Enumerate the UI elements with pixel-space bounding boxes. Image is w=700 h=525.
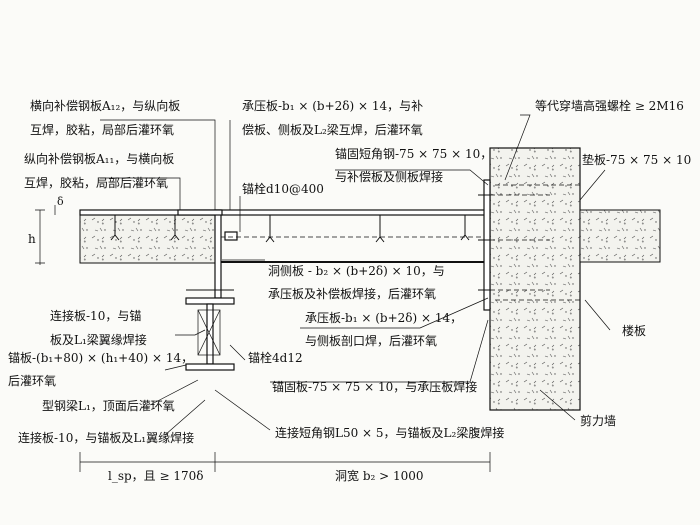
floor-slab-right: [579, 148, 661, 263]
label-anchor-angle-2: 与补偿板及侧板焊接: [335, 169, 443, 184]
label-connect-plate-L1: 连接板-10，与锚板及L₁翼缘焊接: [18, 430, 194, 445]
label-longitudinal-plate-1: 纵向补偿钢板A₁₁，与横向板: [24, 151, 174, 166]
dimension-slab-thickness: h: [28, 232, 36, 246]
label-steel-beam-L1: 型钢梁L₁，顶面后灌环氧: [42, 398, 175, 413]
dimension-plate-thickness: δ: [57, 195, 64, 208]
anchor-plate-wall: [478, 179, 550, 311]
floor-slab-left: [79, 214, 221, 264]
label-bearing-plate-b-1: 承压板-b₁ × (b+2δ) × 14，: [305, 311, 462, 325]
label-connect-plate-2: 板及L₁梁翼缘焊接: [50, 332, 147, 347]
shear-wall: [489, 147, 581, 411]
wall-through-bolts: [495, 184, 580, 301]
label-anchor-bolt-d10: 锚栓d10@400: [242, 181, 324, 196]
steel-beam-L1: [185, 289, 235, 371]
label-anchorage-plate: 锚固板-75 × 75 × 10，与承压板焊接: [272, 379, 477, 394]
leader-lines: [100, 114, 611, 436]
label-through-bolts: 等代穿墙高强螺栓 ≥ 2M16: [535, 98, 684, 113]
dimension-lines: [35, 205, 491, 472]
label-side-plate-2: 承压板及补偿板焊接，后灌环氧: [268, 286, 436, 301]
label-shear-wall: 剪力墙: [580, 413, 616, 428]
label-floor-slab: 楼板: [622, 323, 646, 338]
label-bearing-plate-b-2: 与侧板剖口焊，后灌环氧: [305, 333, 437, 348]
label-bearing-plate-2: 偿板、侧板及L₂梁互焊，后灌环氧: [242, 122, 423, 137]
anchor-bolts-d10: [110, 215, 470, 243]
annotations: 横向补偿钢板A₁₂，与纵向板 互焊，胶粘，局部后灌环氧 纵向补偿钢板A₁₁，与横…: [8, 98, 691, 483]
label-anchor-plate-2: 后灌环氧: [8, 374, 56, 388]
dimension-opening-width: 洞宽 b₂ > 1000: [335, 468, 424, 483]
label-shim-plate: 垫板-75 × 75 × 10: [582, 152, 691, 167]
label-connect-plate-1: 连接板-10，与锚: [50, 308, 141, 323]
label-bearing-plate-1: 承压板-b₁ × (b+2δ) × 14，与补: [242, 99, 423, 113]
label-longitudinal-plate-2: 互焊，胶粘，局部后灌环氧: [24, 175, 168, 190]
label-anchor-plate-1: 锚板-(b₁+80) × (h₁+40) × 14，: [8, 350, 193, 365]
label-short-angle-L50: 连接短角钢L50 × 5，与锚板及L₂梁腹焊接: [275, 425, 504, 440]
dimension-span-left: l_sp，且 ≥ 170δ: [108, 469, 204, 483]
label-anchor-angle-1: 锚固短角钢-75 × 75 × 10，: [335, 146, 492, 161]
label-side-plate-1: 洞侧板 - b₂ × (b+2δ) × 10，与: [268, 264, 445, 278]
label-anchor-bolt-4d12: 锚栓4d12: [248, 350, 303, 365]
label-transverse-plate-2: 互焊，胶粘，局部后灌环氧: [30, 122, 174, 137]
label-transverse-plate-1: 横向补偿钢板A₁₂，与纵向板: [30, 98, 180, 113]
